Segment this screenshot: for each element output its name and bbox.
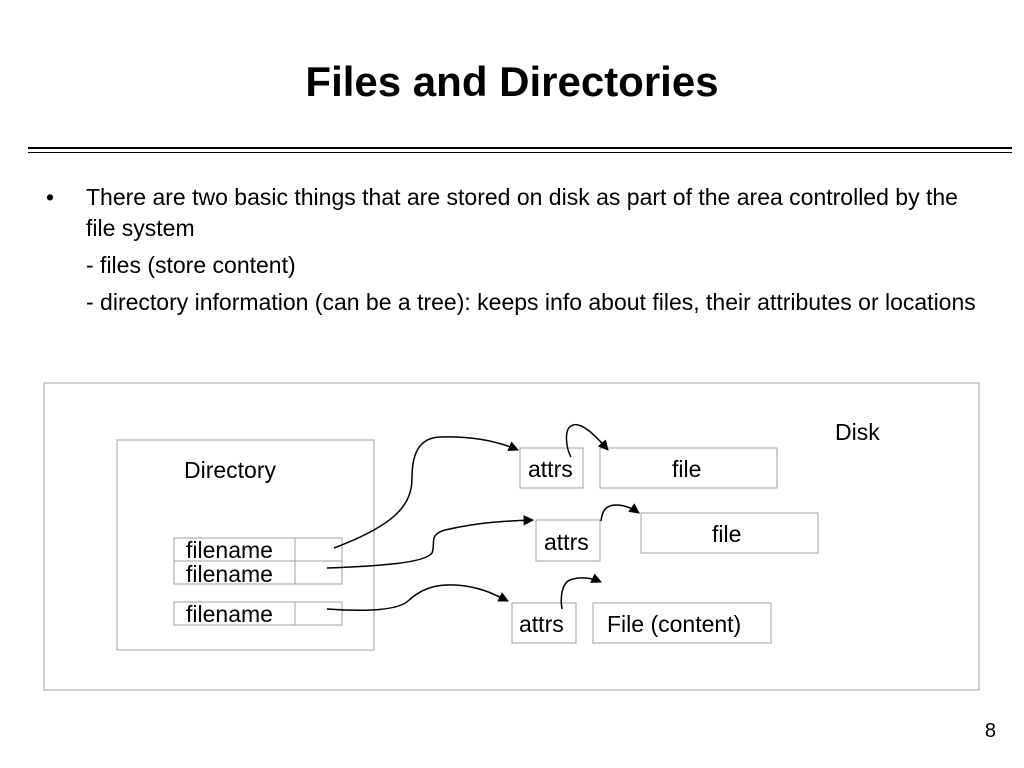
pointer-cell [294, 560, 343, 585]
file-label: file [712, 521, 741, 547]
directory-label: Directory [184, 457, 277, 483]
arrow-entry2-to-attrs2 [326, 515, 535, 569]
sub-item-files: - files (store content) [86, 252, 296, 278]
directory-entry: filename [173, 560, 343, 587]
arrow-attrs3-to-file3 [560, 573, 602, 610]
slide-title: Files and Directories [305, 58, 719, 105]
file-label: File (content) [607, 611, 741, 637]
title-divider-thin [28, 152, 1012, 153]
file-box [592, 602, 772, 644]
title-divider-thick [28, 147, 1012, 149]
arrow-entry1-to-attrs1 [333, 436, 519, 549]
attrs-label: attrs [544, 529, 589, 555]
bullet-text: There are two basic things that are stor… [86, 184, 958, 241]
attrs-label: attrs [528, 456, 573, 482]
arrow-entry3-to-attrs3 [326, 584, 509, 612]
attrs-box [535, 519, 601, 562]
disk-box [43, 382, 980, 691]
file-label: file [672, 456, 701, 482]
pointer-cell [294, 537, 343, 562]
sub-item-directory: - directory information (can be a tree):… [86, 289, 976, 315]
disk-label: Disk [835, 419, 880, 445]
arrow-attrs2-to-file2 [600, 503, 640, 522]
file-box [599, 447, 778, 489]
filename-text: filename [186, 537, 273, 563]
page-number: 8 [984, 720, 996, 742]
arrow-attrs1-to-file1 [565, 423, 609, 458]
attrs-box [519, 447, 584, 489]
bullet-symbol: • [46, 184, 55, 210]
attrs-label: attrs [519, 611, 564, 637]
attrs-box [511, 602, 577, 644]
file-box [640, 512, 819, 554]
filename-text: filename [186, 561, 273, 587]
filename-text: filename [186, 601, 273, 627]
directory-entry: filename [173, 537, 343, 563]
pointer-cell [294, 601, 343, 626]
directory-entry: filename [173, 601, 343, 627]
directory-box [116, 439, 375, 651]
